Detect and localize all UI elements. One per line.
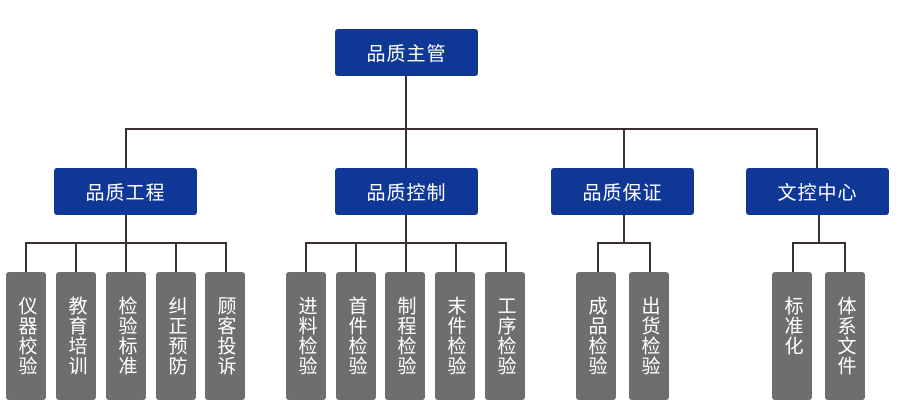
leaf-label: 检验标准 — [115, 296, 138, 376]
connector — [25, 242, 27, 272]
connector — [125, 242, 127, 272]
leaf-label: 仪器校验 — [15, 296, 38, 376]
leaf-node[interactable]: 工序检验 — [485, 272, 525, 400]
leaf-node[interactable]: 进料检验 — [286, 272, 326, 400]
leaf-label: 教育培训 — [65, 296, 88, 376]
department-label: 品质保证 — [582, 182, 663, 204]
leaf-label: 进料检验 — [295, 296, 318, 376]
connector — [818, 215, 820, 243]
department-quality-assurance[interactable]: 品质保证 — [551, 168, 694, 215]
department-label: 文控中心 — [777, 182, 858, 204]
connector — [305, 242, 307, 272]
leaf-label: 顾客投诉 — [214, 296, 237, 376]
connector — [844, 242, 846, 272]
leaf-label: 末件检验 — [444, 296, 467, 376]
connector — [405, 128, 407, 168]
leaf-label: 出货检验 — [638, 296, 661, 376]
leaf-node[interactable]: 出货检验 — [629, 272, 669, 400]
leaf-label: 纠正预防 — [165, 296, 188, 376]
connector — [225, 242, 227, 272]
connector — [505, 242, 507, 272]
leaf-label: 工序检验 — [494, 296, 517, 376]
leaf-node[interactable]: 纠正预防 — [156, 272, 196, 400]
department-label: 品质工程 — [85, 182, 166, 204]
connector — [455, 242, 457, 272]
leaf-node[interactable]: 体系文件 — [825, 272, 865, 400]
connector — [125, 128, 818, 130]
leaf-node[interactable]: 顾客投诉 — [205, 272, 245, 400]
leaf-node[interactable]: 标准化 — [772, 272, 812, 400]
leaf-label: 制程检验 — [394, 296, 417, 376]
connector — [623, 215, 625, 243]
department-quality-control[interactable]: 品质控制 — [335, 168, 478, 215]
connector — [405, 215, 407, 243]
department-document-control[interactable]: 文控中心 — [746, 168, 889, 215]
leaf-node[interactable]: 教育培训 — [56, 272, 96, 400]
leaf-node[interactable]: 首件检验 — [336, 272, 376, 400]
leaf-label: 标准化 — [781, 296, 804, 356]
connector — [405, 76, 407, 130]
connector — [597, 242, 599, 272]
connector — [792, 242, 846, 244]
connector — [597, 242, 651, 244]
leaf-label: 成品检验 — [585, 296, 608, 376]
connector — [405, 242, 407, 272]
leaf-node[interactable]: 末件检验 — [435, 272, 475, 400]
leaf-label: 体系文件 — [834, 296, 857, 376]
connector — [816, 128, 818, 168]
connector — [125, 128, 127, 168]
department-label: 品质控制 — [366, 182, 447, 204]
root-node[interactable]: 品质主管 — [335, 29, 478, 76]
leaf-node[interactable]: 制程检验 — [385, 272, 425, 400]
leaf-label: 首件检验 — [345, 296, 368, 376]
root-label: 品质主管 — [366, 43, 447, 65]
connector — [792, 242, 794, 272]
connector — [649, 242, 651, 272]
connector — [623, 128, 625, 168]
leaf-node[interactable]: 仪器校验 — [6, 272, 46, 400]
leaf-node[interactable]: 检验标准 — [106, 272, 146, 400]
connector — [355, 242, 357, 272]
department-quality-engineering[interactable]: 品质工程 — [54, 168, 197, 215]
connector — [175, 242, 177, 272]
connector — [75, 242, 77, 272]
leaf-node[interactable]: 成品检验 — [576, 272, 616, 400]
connector — [125, 215, 127, 243]
